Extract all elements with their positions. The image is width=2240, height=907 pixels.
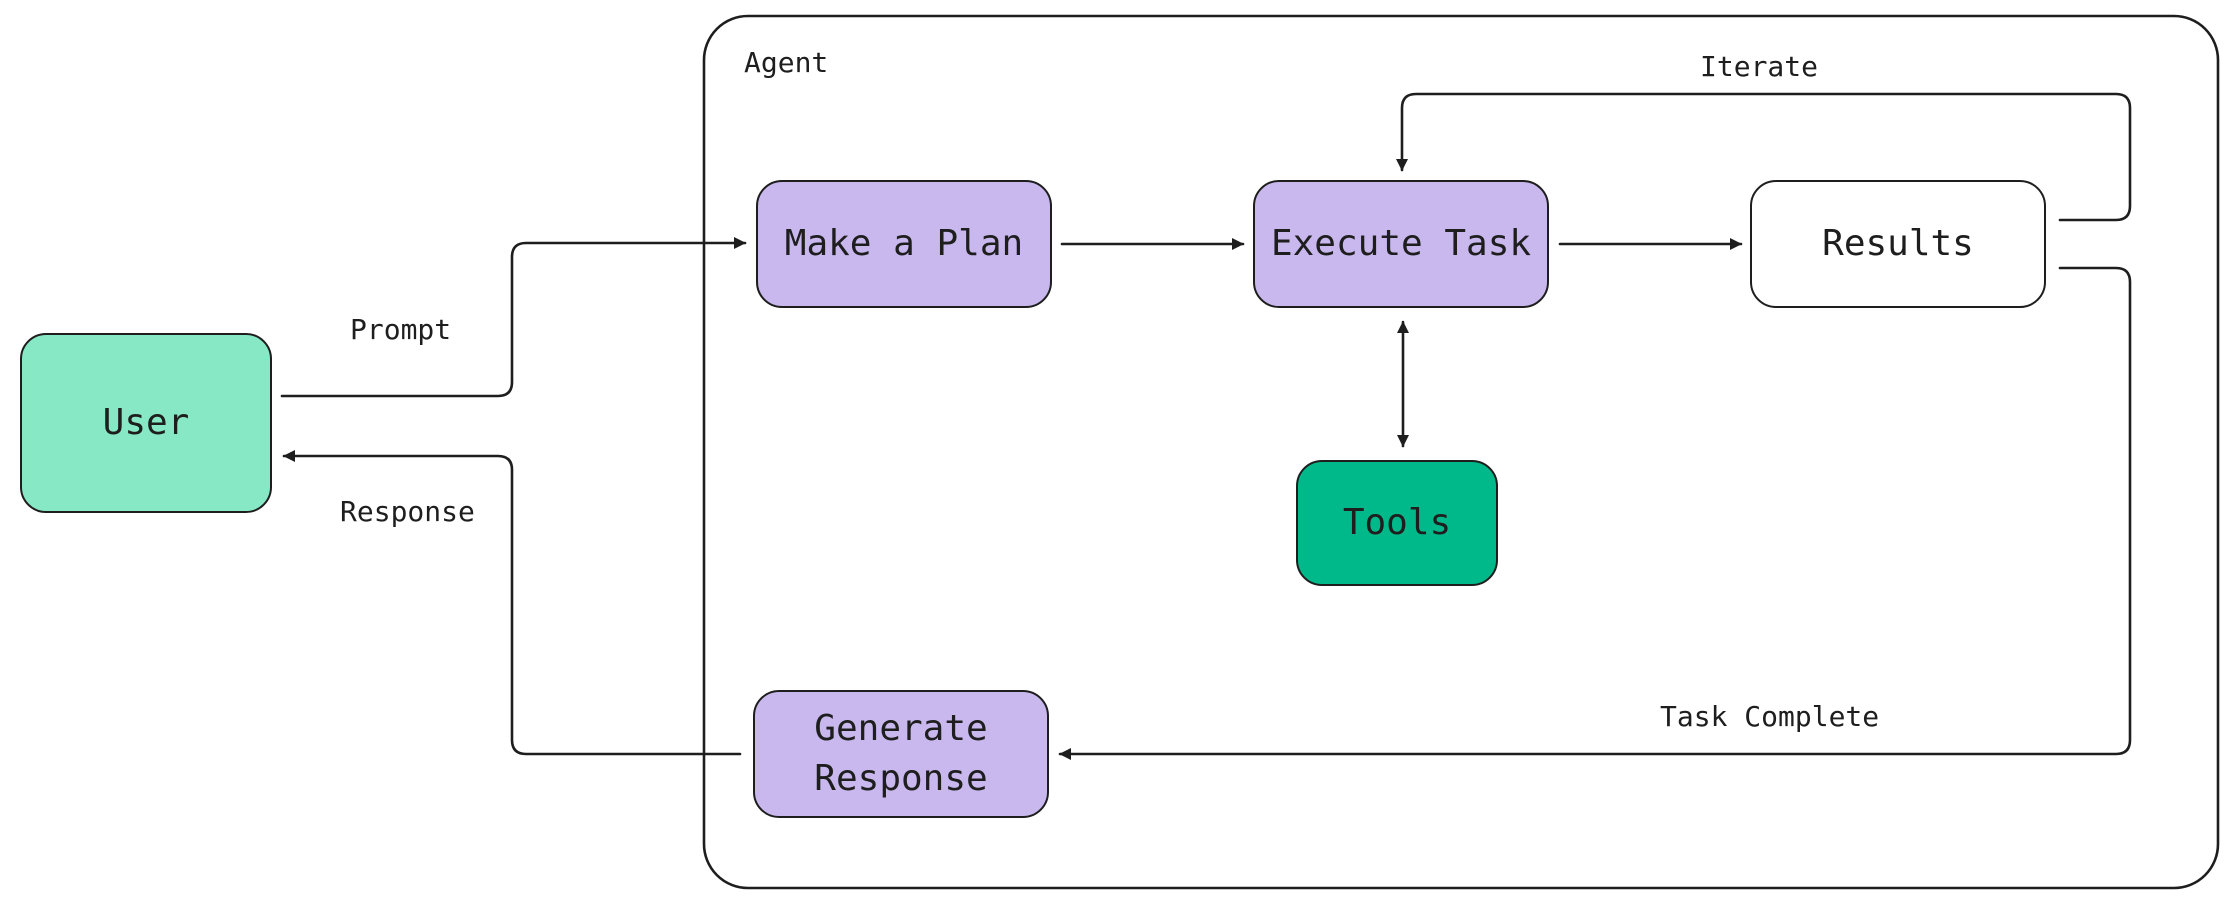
edge-response: [282, 450, 742, 756]
task-complete-label: Task Complete: [1660, 700, 1880, 733]
user-node: User: [20, 333, 272, 513]
edge-iterate: [1396, 92, 2132, 222]
prompt-label: Prompt: [350, 313, 452, 346]
response-label: Response: [340, 495, 475, 528]
make-a-plan-node: Make a Plan: [756, 180, 1052, 308]
agent-group-label: Agent: [744, 46, 829, 79]
tools-node: Tools: [1296, 460, 1498, 586]
agent-group-frame: [702, 14, 2220, 890]
generate-response-node: Generate Response: [753, 690, 1049, 818]
iterate-label: Iterate: [1700, 50, 1819, 83]
results-node: Results: [1750, 180, 2046, 308]
execute-task-node: Execute Task: [1253, 180, 1549, 308]
edge-prompt: [280, 237, 747, 398]
edge-task-complete: [1058, 266, 2132, 760]
